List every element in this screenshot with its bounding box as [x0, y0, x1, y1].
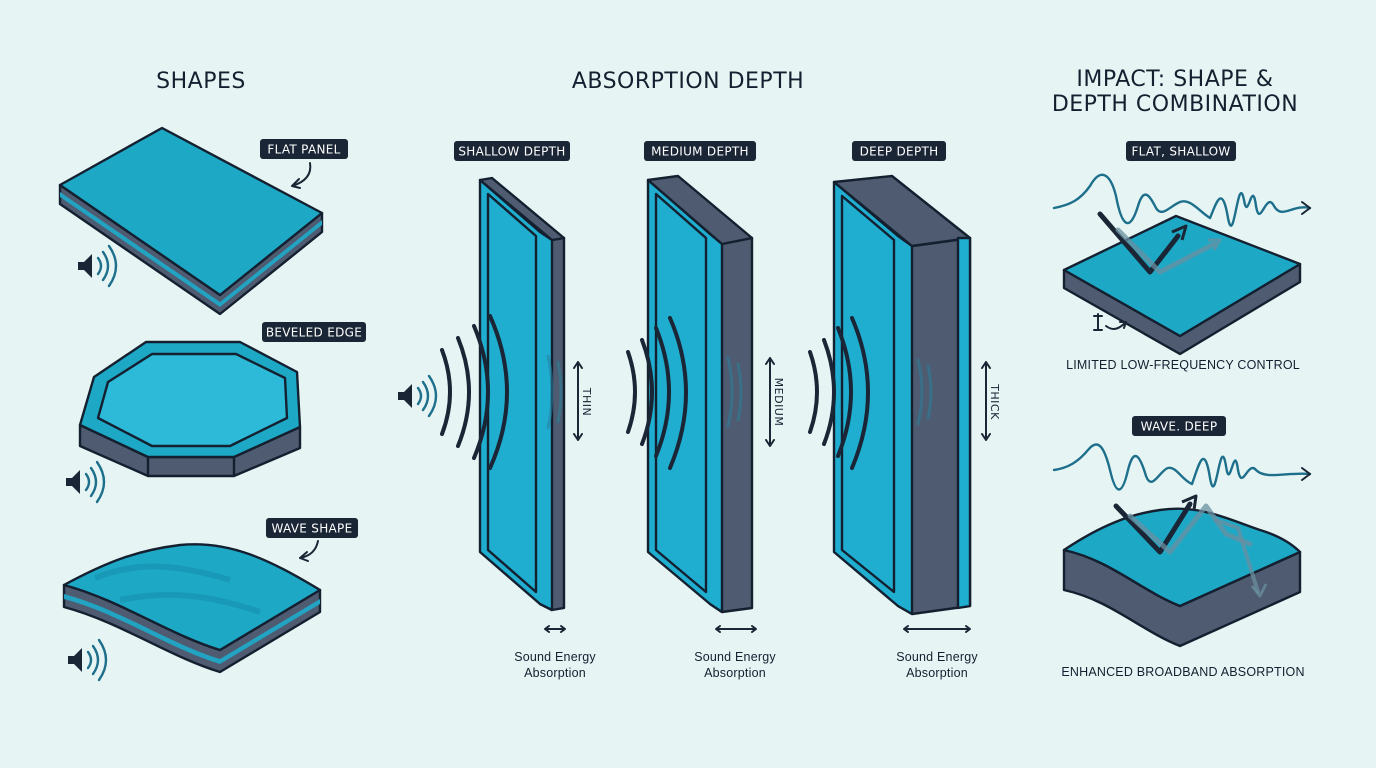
deep-depth-label: DEEP DEPTH	[852, 141, 946, 161]
wave-deep-result: ENHANCED BROADBAND ABSORPTION	[1061, 665, 1304, 679]
flat-panel-pointer-icon	[291, 162, 312, 189]
impact-title-line1: IMPACT: SHAPE &	[1076, 67, 1273, 92]
shallow-caption-line2: Absorption	[524, 666, 586, 680]
impact-title-line2: DEPTH COMBINATION	[1052, 92, 1298, 117]
flat-shallow-label: FLAT, SHALLOW	[1126, 141, 1236, 161]
speaker-icon	[66, 460, 106, 504]
medium-caption-line1: Sound Energy	[694, 650, 776, 664]
flat-shallow-illustration	[1052, 173, 1312, 356]
double-arrow-icon	[765, 357, 775, 447]
depth-title: ABSORPTION DEPTH	[572, 69, 804, 94]
medium-panel-illustration	[646, 174, 754, 614]
wave-shape-label: WAVE SHAPE	[266, 518, 358, 538]
deep-sound-waves	[808, 316, 933, 470]
svg-text:BEVELED EDGE: BEVELED EDGE	[266, 326, 362, 340]
shapes-title: SHAPES	[156, 69, 246, 94]
svg-text:WAVE SHAPE: WAVE SHAPE	[272, 522, 353, 536]
speaker-icon	[68, 638, 108, 682]
medium-sound-waves	[626, 316, 743, 470]
thick-label: THICK	[988, 383, 1001, 420]
medium-depth-label: MEDIUM DEPTH	[644, 141, 756, 161]
speaker-icon	[398, 374, 438, 418]
speaker-icon	[78, 244, 118, 288]
shallow-caption-line1: Sound Energy	[514, 650, 596, 664]
deep-caption-line2: Absorption	[906, 666, 968, 680]
svg-text:MEDIUM DEPTH: MEDIUM DEPTH	[651, 145, 749, 159]
svg-text:FLAT PANEL: FLAT PANEL	[267, 143, 340, 157]
shallow-panel-illustration	[478, 176, 566, 612]
shallow-depth-label: SHALLOW DEPTH	[454, 141, 570, 161]
medium-width-arrow-icon	[715, 625, 757, 633]
svg-text:WAVE. DEEP: WAVE. DEEP	[1141, 420, 1218, 434]
beveled-panel-illustration	[78, 340, 302, 478]
svg-text:DEEP DEPTH: DEEP DEPTH	[860, 145, 939, 159]
wave-panel-illustration	[62, 543, 322, 674]
svg-text:SHALLOW DEPTH: SHALLOW DEPTH	[458, 145, 565, 159]
svg-text:FLAT, SHALLOW: FLAT, SHALLOW	[1131, 145, 1230, 159]
flat-panel-illustration	[58, 126, 324, 316]
deep-width-arrow-icon	[903, 625, 971, 633]
medium-label: MEDIUM	[772, 378, 785, 427]
wave-shape-pointer-icon	[299, 540, 319, 562]
thin-label: THIN	[580, 387, 593, 416]
deep-panel-illustration	[832, 174, 972, 616]
wave-deep-label: WAVE. DEEP	[1132, 416, 1226, 436]
double-arrow-icon	[981, 361, 991, 441]
beveled-edge-label: BEVELED EDGE	[262, 322, 366, 342]
flat-shallow-result: LIMITED LOW-FREQUENCY CONTROL	[1066, 358, 1300, 372]
double-arrow-icon	[573, 361, 583, 441]
shallow-width-arrow-icon	[544, 625, 566, 633]
deep-caption-line1: Sound Energy	[896, 650, 978, 664]
wave-deep-illustration	[1052, 443, 1312, 648]
shallow-sound-waves	[440, 314, 563, 470]
flat-panel-label: FLAT PANEL	[260, 139, 348, 159]
medium-caption-line2: Absorption	[704, 666, 766, 680]
double-arrow-icon	[1093, 313, 1127, 331]
